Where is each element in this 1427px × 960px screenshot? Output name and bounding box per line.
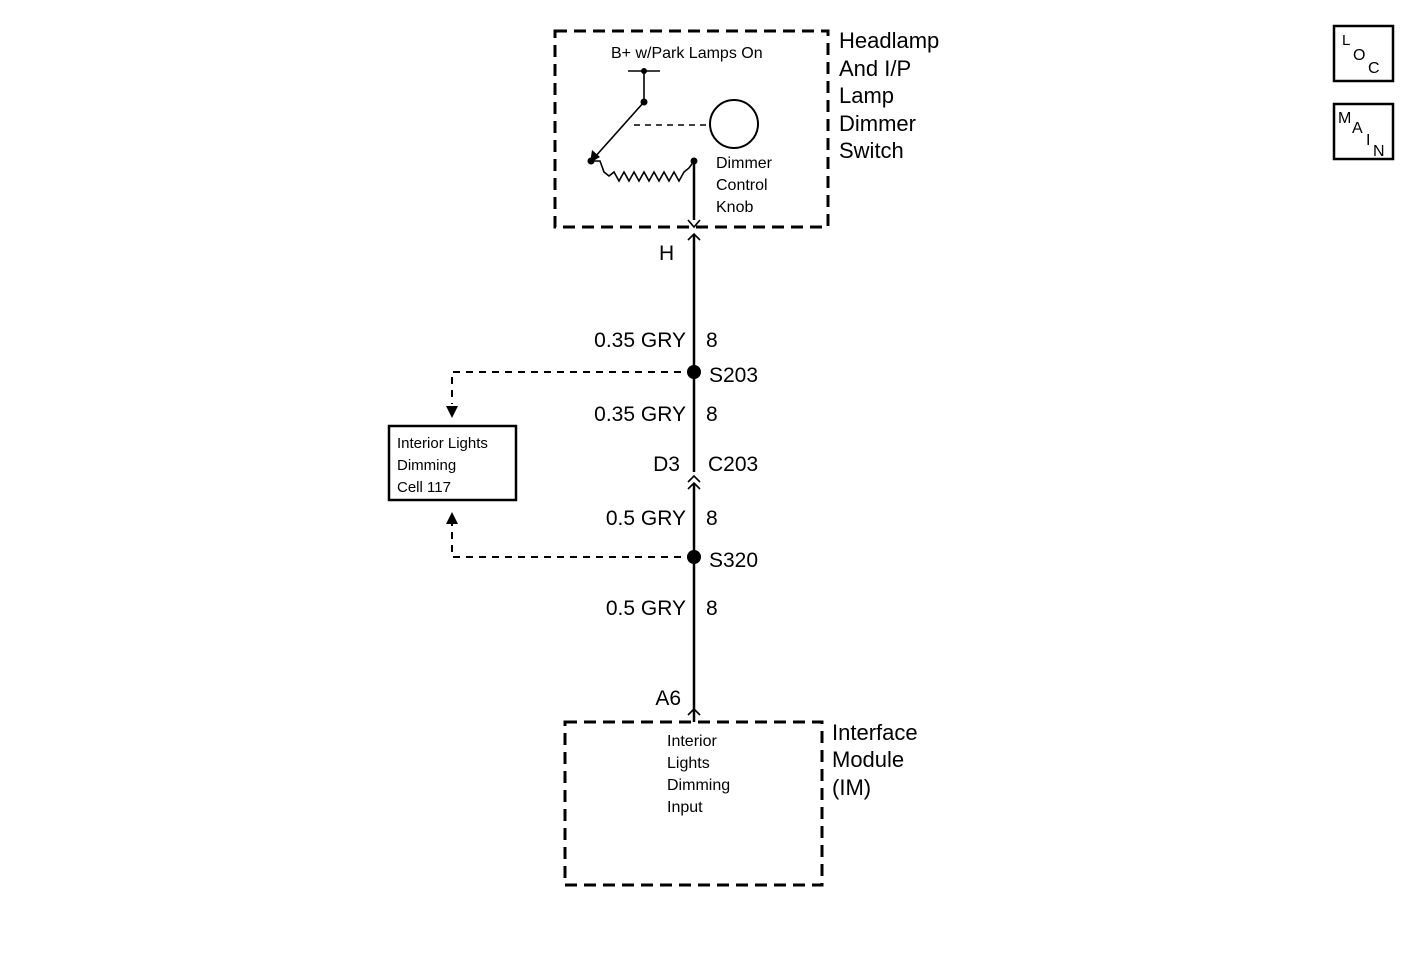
dimmer-switch-boundary bbox=[553, 29, 830, 229]
dimmer-switch-name-line-1: Headlamp bbox=[839, 28, 939, 53]
main-button[interactable]: M A I N bbox=[1332, 102, 1395, 161]
im-input-line-4: Input bbox=[667, 799, 703, 816]
interface-module-name-line-2: Module bbox=[832, 747, 904, 772]
cell-reference-links bbox=[446, 371, 694, 558]
loc-button[interactable]: L O C bbox=[1332, 24, 1395, 83]
loc-letter-l: L bbox=[1342, 32, 1350, 49]
interface-module-name-line-3: (IM) bbox=[832, 775, 871, 800]
dimmer-switch-name-line-5: Switch bbox=[839, 138, 904, 163]
dimmer-knob-icon bbox=[709, 99, 759, 149]
dimmer-switch-name-line-4: Dimmer bbox=[839, 111, 916, 136]
connector-h-female-icon bbox=[687, 219, 701, 229]
dimmer-switch-name-line-2: And I/P bbox=[839, 56, 911, 81]
power-source-label: B+ w/Park Lamps On bbox=[611, 45, 763, 62]
im-input-line-2: Lights bbox=[667, 755, 710, 772]
down-arrow-icon bbox=[446, 406, 458, 418]
main-letter-m: M bbox=[1338, 110, 1351, 127]
up-arrow-icon bbox=[446, 512, 458, 524]
connector-h-label: H bbox=[659, 242, 674, 265]
splice-s203-label: S203 bbox=[709, 364, 758, 387]
knob-label-line-3: Knob bbox=[716, 199, 753, 216]
wire-3-size-color: 0.5 GRY bbox=[606, 507, 686, 530]
wire-4-circuit: 8 bbox=[706, 597, 718, 620]
loc-letter-c: C bbox=[1368, 60, 1380, 77]
power-terminal-icon bbox=[628, 68, 660, 106]
dimmer-switch-component: Headlamp And I/P Lamp Dimmer Switch B+ w… bbox=[553, 28, 939, 229]
connector-d3-label: D3 bbox=[653, 453, 680, 476]
wire-2-size-color: 0.35 GRY bbox=[594, 403, 686, 426]
wire-1-size-color: 0.35 GRY bbox=[594, 329, 686, 352]
dimming-cell-line-3: Cell 117 bbox=[397, 479, 451, 496]
dimming-cell-line-1: Interior Lights bbox=[397, 435, 488, 452]
wire-3-circuit: 8 bbox=[706, 507, 718, 530]
knob-label-line-1: Dimmer bbox=[716, 155, 773, 172]
circuit-8-wire bbox=[687, 161, 701, 722]
interface-module-component: Interface Module (IM) Interior Lights Di… bbox=[563, 720, 918, 887]
wiper-arm-icon bbox=[590, 101, 645, 163]
splice-s320-label: S320 bbox=[709, 549, 758, 572]
wire-1-circuit: 8 bbox=[706, 329, 718, 352]
im-input-line-1: Interior bbox=[667, 733, 717, 750]
wire-2-circuit: 8 bbox=[706, 403, 718, 426]
main-letter-i: I bbox=[1366, 132, 1370, 149]
rheostat-icon bbox=[587, 157, 698, 183]
main-letter-n: N bbox=[1373, 143, 1385, 160]
dimming-cell-line-2: Dimming bbox=[397, 457, 456, 474]
im-input-line-3: Dimming bbox=[667, 777, 730, 794]
loc-letter-o: O bbox=[1353, 47, 1365, 64]
dimming-cell-reference[interactable]: Interior Lights Dimming Cell 117 bbox=[387, 424, 518, 502]
knob-label-line-2: Control bbox=[716, 177, 768, 194]
main-letter-a: A bbox=[1352, 120, 1363, 137]
connector-c203-label: C203 bbox=[708, 453, 758, 476]
dimmer-switch-name-line-3: Lamp bbox=[839, 83, 894, 108]
interface-module-name-line-1: Interface bbox=[832, 720, 918, 745]
wire-4-size-color: 0.5 GRY bbox=[606, 597, 686, 620]
connector-a6-label: A6 bbox=[655, 687, 681, 710]
connector-c203-female-icon bbox=[687, 474, 701, 483]
